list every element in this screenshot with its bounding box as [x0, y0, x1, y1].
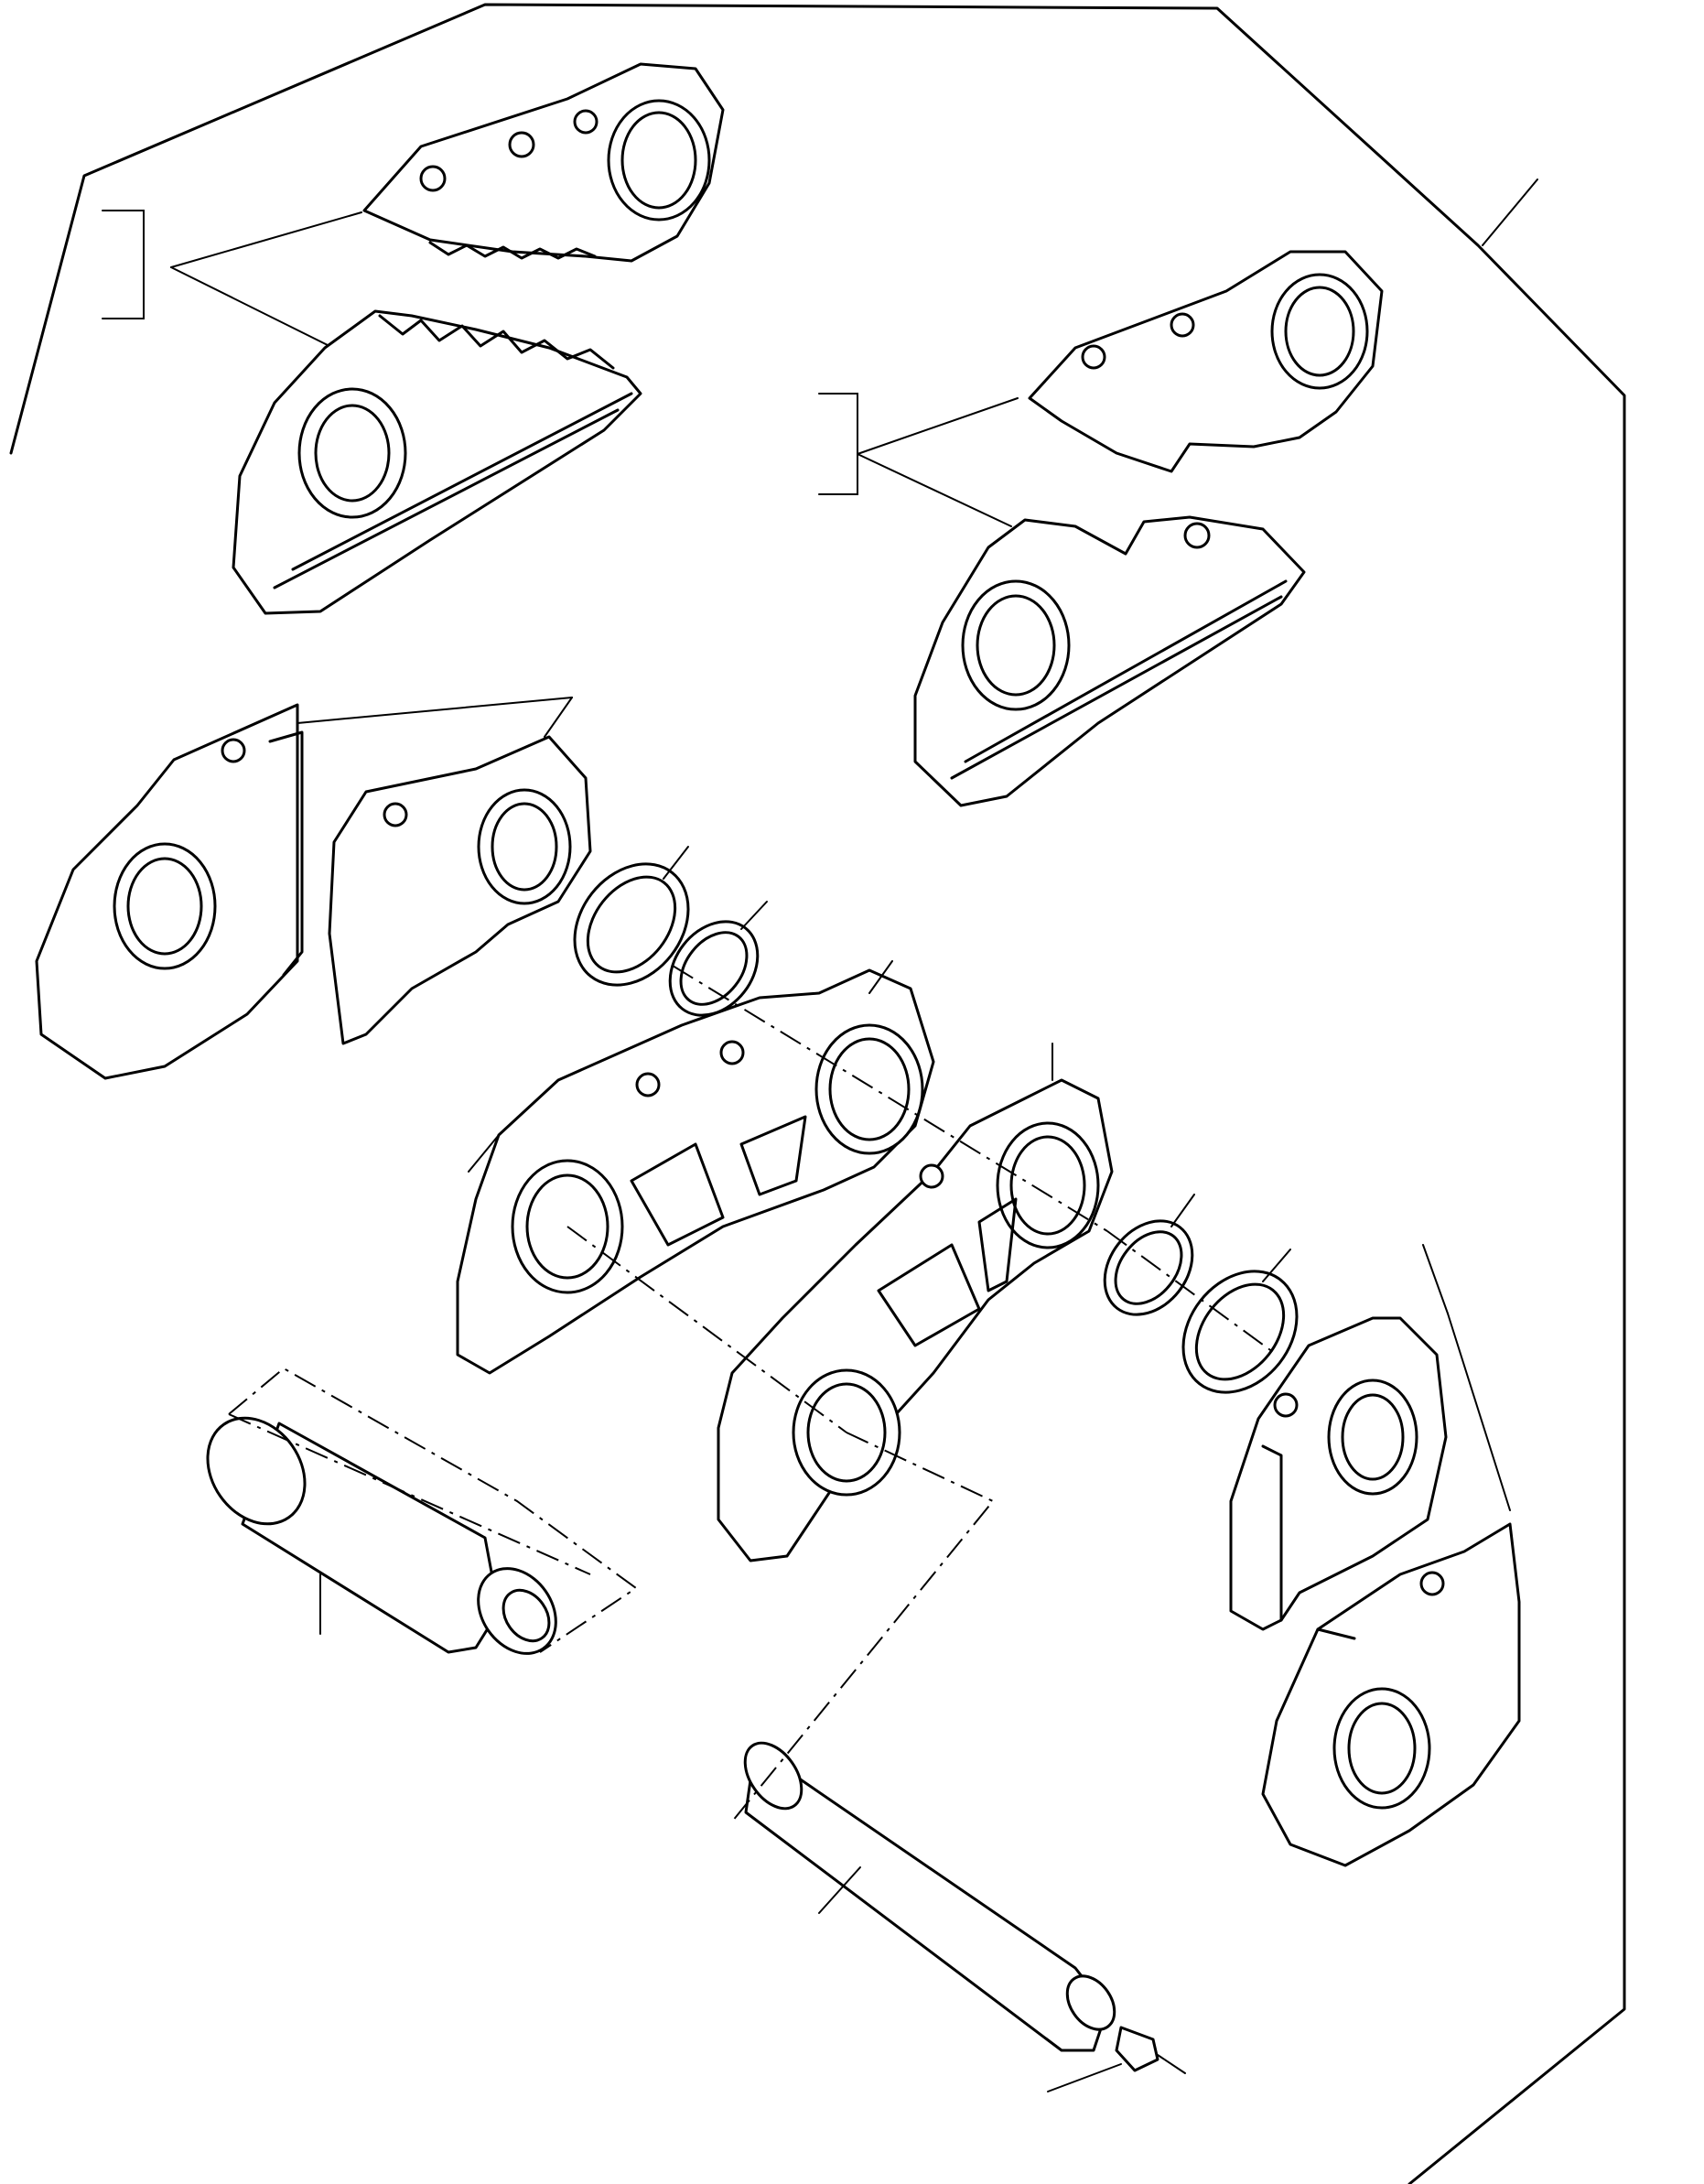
track-shoe-bottom-lower	[1261, 1522, 1521, 1867]
grouser-shoe-upper	[362, 62, 725, 263]
track-shoe-upper-right	[1028, 250, 1384, 473]
track-shoe-lower-right	[913, 515, 1306, 807]
track-pin	[743, 1741, 1186, 2092]
boundary-leader	[1482, 178, 1538, 246]
assembly-boundary	[9, 3, 1626, 2184]
track-shoe-right-half	[328, 735, 592, 1045]
shoe-pair-top-left	[102, 62, 725, 615]
track-shoe-left-half	[35, 703, 304, 1080]
shoe-pair-middle-left	[35, 697, 592, 1080]
seal-left-outer	[573, 846, 690, 987]
bracket-top-right	[818, 393, 858, 495]
seal-right-outer	[1181, 1249, 1299, 1394]
bracket-top-left	[102, 210, 145, 319]
seal-left-inner	[668, 901, 768, 1017]
bushing	[206, 1416, 557, 1655]
track-shoe-bottom-upper	[1229, 1316, 1448, 1631]
assembly-center-lines	[228, 965, 1278, 1822]
grouser-shoe-lower	[232, 309, 642, 615]
seal-right-inner	[1103, 1194, 1195, 1316]
shoe-pair-bottom-right	[1229, 1244, 1521, 1867]
shoe-pair-top-right	[818, 250, 1384, 807]
